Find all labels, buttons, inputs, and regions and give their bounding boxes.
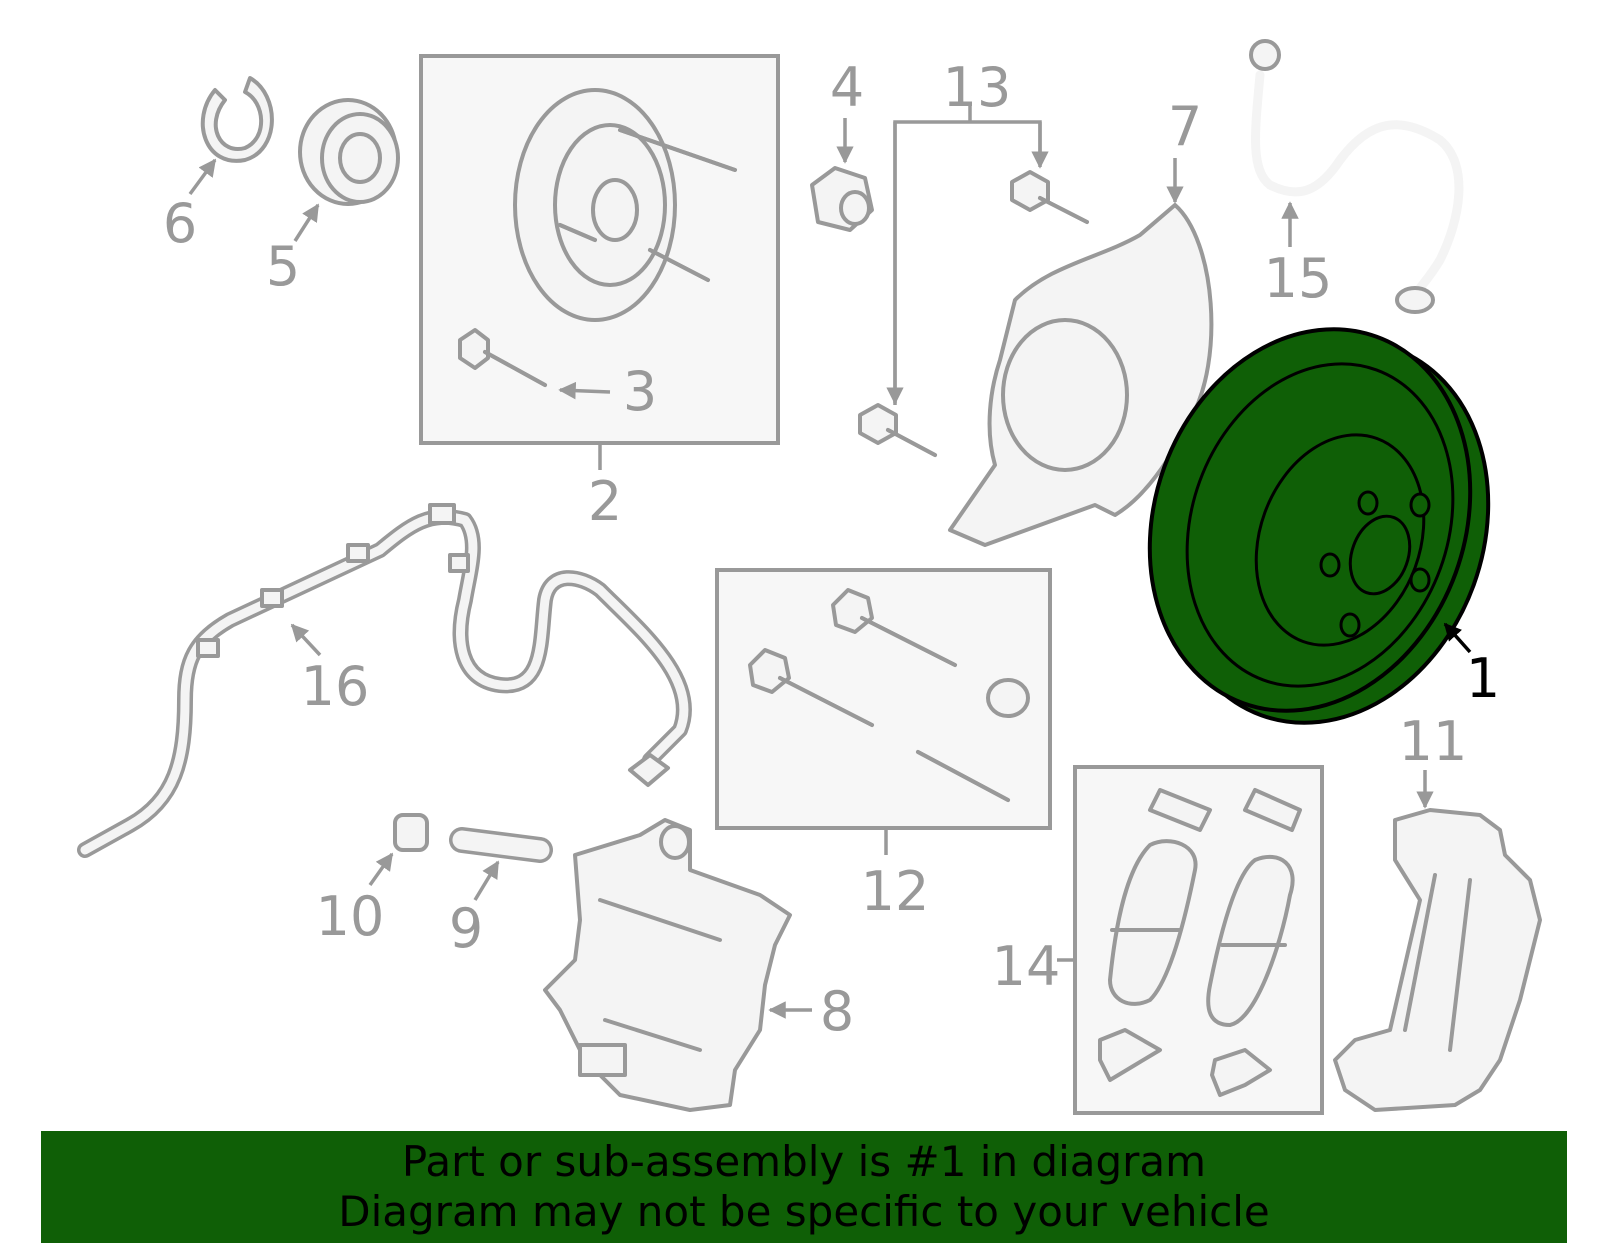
part-12-guide-pin-kit[interactable] <box>748 588 1030 802</box>
callout-12: 12 <box>861 860 930 923</box>
footer-line-1: Part or sub-assembly is #1 in diagram <box>401 1137 1207 1186</box>
part-8-caliper[interactable] <box>543 818 792 1112</box>
part-2-hub-assembly[interactable] <box>513 88 737 322</box>
part-15-brake-hose[interactable] <box>1249 39 1464 314</box>
part-7-splash-shield[interactable] <box>948 203 1214 547</box>
footer-banner: Part or sub-assembly is #1 in diagram Di… <box>41 1131 1567 1243</box>
part-10-bushing[interactable] <box>393 813 429 852</box>
part-11-caliper-bracket[interactable] <box>1333 808 1542 1112</box>
leader-5 <box>293 203 320 242</box>
callout-3: 3 <box>623 360 657 423</box>
part-14-brake-pads[interactable] <box>1098 788 1302 1097</box>
callout-2: 2 <box>588 470 622 533</box>
leader-10 <box>368 852 394 887</box>
callout-16: 16 <box>301 655 370 718</box>
callout-6: 6 <box>163 192 197 255</box>
footer-line-2: Diagram may not be specific to your vehi… <box>338 1187 1270 1236</box>
part-5-wheel-bearing[interactable] <box>298 98 400 206</box>
leader-3 <box>558 381 611 400</box>
callout-13: 13 <box>943 56 1012 119</box>
leader-9 <box>473 860 500 901</box>
callout-8: 8 <box>820 980 854 1043</box>
part-16-sensor-cable[interactable] <box>77 503 692 858</box>
part-6-snap-ring[interactable] <box>200 76 274 163</box>
leader-16 <box>290 623 322 657</box>
part-1-brake-rotor[interactable] <box>1098 284 1541 769</box>
callout-15: 15 <box>1264 247 1333 310</box>
callout-1: 1 <box>1466 647 1500 710</box>
callout-11: 11 <box>1399 710 1468 773</box>
part-9-guide-pin[interactable] <box>449 827 553 863</box>
part-13-shield-bolts[interactable] <box>858 170 1089 457</box>
callout-14: 14 <box>992 935 1061 998</box>
part-4-nut[interactable] <box>810 166 874 232</box>
callout-7: 7 <box>1168 95 1202 158</box>
leader-6 <box>188 158 217 196</box>
leader-1 <box>1443 622 1472 654</box>
callout-9: 9 <box>449 897 483 960</box>
callout-5: 5 <box>266 235 300 298</box>
callout-4: 4 <box>830 56 864 119</box>
callout-10: 10 <box>316 885 385 948</box>
part-3-hub-bolt[interactable] <box>458 328 547 387</box>
